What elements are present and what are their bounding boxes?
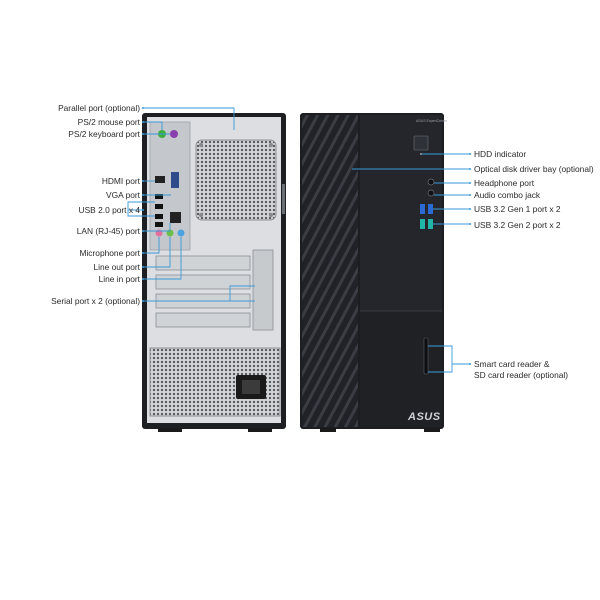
usb-port (155, 204, 163, 209)
audio-combo-jack (427, 189, 435, 197)
label-usb20-port: USB 2.0 port x 4 (78, 205, 140, 215)
power-button (413, 135, 429, 151)
label-hdd-indicator: HDD indicator (474, 149, 527, 159)
fan-grille (195, 139, 277, 221)
usb32-gen2-port (428, 219, 433, 229)
leader-mic (143, 237, 160, 254)
usb32-gen1-port (428, 204, 433, 214)
leader-lines (127, 107, 471, 373)
vga-port (171, 172, 179, 188)
brand-logo: ASUS (407, 411, 441, 423)
line-in-jack (177, 229, 185, 237)
label-microphone-port: Microphone port (79, 248, 140, 258)
rear-foot (158, 428, 182, 432)
expansion-slot (155, 255, 251, 271)
front-lower-panel (360, 312, 442, 427)
label-parallel-port: Parallel port (optional) (58, 103, 140, 113)
lan-port (170, 212, 181, 223)
power-socket-inner (242, 380, 260, 394)
fan-screw (269, 143, 273, 147)
leader-lan (143, 223, 171, 232)
label-line-out-port: Line out port (93, 262, 140, 272)
leader-mic-dot (142, 252, 144, 254)
label-line-in-port: Line in port (98, 274, 140, 284)
expansion-bracket (252, 249, 274, 331)
fan-screw (199, 213, 203, 217)
usb-port (155, 194, 163, 199)
label-optical-bay: Optical disk driver bay (optional) (474, 164, 594, 174)
leader-card-dot (469, 363, 471, 365)
front-view: ASUS ExpertCenter ASUS (300, 113, 448, 432)
label-usb32-gen1: USB 3.2 Gen 1 port x 2 (474, 204, 561, 214)
leader-linein-dot (142, 278, 144, 280)
front-foot (320, 428, 336, 432)
usb32-gen2-port (420, 219, 425, 229)
rear-view (142, 113, 286, 432)
leader-hdd-dot (469, 153, 471, 155)
leader-ps2-mouse (143, 121, 163, 130)
label-ps2-mouse-port: PS/2 mouse port (77, 117, 140, 127)
headphone-jack (427, 178, 435, 186)
leader-optical-dot (469, 168, 471, 170)
rear-foot (248, 428, 272, 432)
leader-serial (143, 285, 255, 302)
leader-card (428, 345, 470, 373)
leader-linein (143, 237, 182, 280)
leader-parallel (143, 107, 235, 130)
leader-lineout-dot (142, 266, 144, 268)
label-card-reader-line1: Smart card reader & (474, 359, 550, 369)
label-serial-port: Serial port x 2 (optional) (51, 296, 140, 306)
leader-vga-dot (142, 194, 144, 196)
leader-lan-dot (142, 230, 144, 232)
usb-port (155, 214, 163, 219)
leader-ps2-mouse-dot (142, 121, 144, 123)
leader-ps2-kbd-dot (142, 133, 144, 135)
label-card-reader-line2: SD card reader (optional) (474, 370, 569, 380)
label-lan-port: LAN (RJ-45) port (76, 226, 140, 236)
ps2-keyboard-port (170, 130, 178, 138)
leader-serial-dot (142, 300, 144, 302)
label-vga-port: VGA port (106, 190, 140, 200)
model-text: ASUS ExpertCenter (416, 119, 448, 123)
hdd-led (420, 153, 422, 155)
rear-vent-slot (282, 184, 285, 214)
leader-usb20 (127, 201, 155, 217)
hdmi-port (155, 176, 165, 183)
leader-audio-dot (469, 194, 471, 196)
fan-screw (269, 213, 273, 217)
label-hdmi-port: HDMI port (101, 176, 140, 186)
fan-screw (199, 143, 203, 147)
front-foot (424, 428, 440, 432)
leader-usb-gen1-dot (469, 208, 471, 210)
usb-port (155, 222, 163, 227)
label-usb32-gen2: USB 3.2 Gen 2 port x 2 (474, 220, 561, 230)
card-reader-slot (423, 337, 429, 375)
label-audio-combo-jack: Audio combo jack (474, 190, 541, 200)
label-ps2-keyboard-port: PS/2 keyboard port (68, 129, 140, 139)
leader-headphone-dot (469, 182, 471, 184)
usb32-gen1-port (420, 204, 425, 214)
leader-hdmi-dot (142, 180, 144, 182)
front-striped-bezel (302, 115, 358, 427)
leader-usb20-dot (142, 209, 144, 211)
expansion-slot (155, 274, 251, 290)
leader-parallel-dot (142, 107, 144, 109)
expansion-slot (155, 312, 251, 328)
label-headphone-port: Headphone port (474, 178, 535, 188)
leader-lineout (143, 237, 171, 268)
leader-usb-gen2-dot (469, 223, 471, 225)
